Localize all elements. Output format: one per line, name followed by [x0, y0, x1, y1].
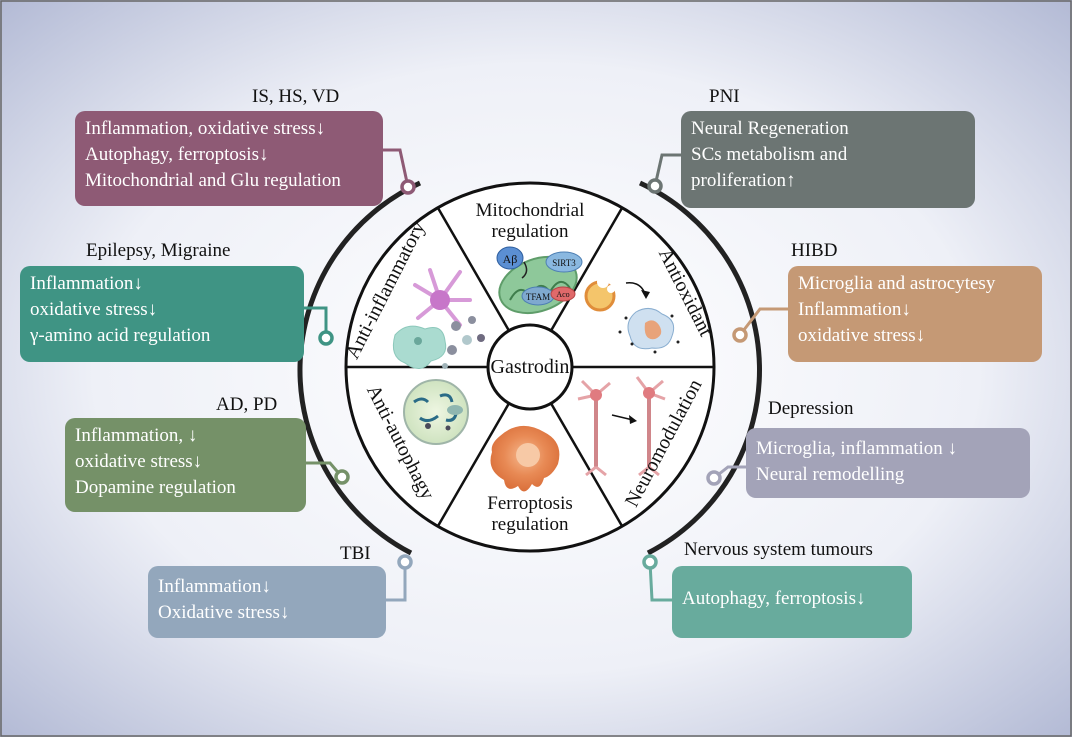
disease-title-tbi: TBI	[340, 543, 371, 564]
anti-autophagy-segment-label: Anti-autophagy	[362, 381, 439, 503]
box-line: Inflammation↓	[798, 299, 911, 320]
disease-title-hibd: HIBD	[791, 240, 838, 261]
box-line: Inflammation, ↓	[75, 425, 198, 446]
box-line: Inflammation↓	[30, 273, 143, 294]
box-line: Inflammation↓	[158, 576, 271, 597]
box-line: Oxidative stress↓	[158, 602, 290, 623]
box-epilepsy-migraine: Inflammation↓ oxidative stress↓ γ-amino …	[20, 266, 304, 362]
box-pni: Neural Regeneration SCs metabolism and p…	[681, 111, 975, 208]
box-line: Microglia, inflammation ↓	[756, 438, 958, 459]
box-line: Neural Regeneration	[691, 118, 849, 139]
box-line: Inflammation, oxidative stress↓	[85, 118, 326, 139]
anti-inflammatory-segment-label: Anti-inflammatory	[342, 218, 430, 363]
box-line: proliferation↑	[691, 170, 796, 191]
neuromodulation-illustration	[577, 376, 666, 477]
sirt3-label: SIRT3	[552, 258, 576, 268]
right-arc	[638, 180, 762, 556]
center-hub	[486, 323, 574, 411]
antioxidant-segment-label: Antioxidant	[654, 245, 717, 341]
box-tbi: Inflammation↓ Oxidative stress↓	[148, 566, 386, 638]
aco-label: Aco	[556, 290, 569, 299]
anti-inflammatory-illustration	[392, 268, 485, 369]
center-label: Gastrodin	[491, 356, 570, 378]
box-line: Mitochondrial and Glu regulation	[85, 170, 341, 191]
autophagy-dish-illustration	[403, 379, 469, 445]
disease-title-nervous-system-tumours: Nervous system tumours	[684, 539, 873, 560]
mito-segment-label-1: Mitochondrial	[476, 200, 585, 221]
mitochondria-illustration: Aβ SIRT3 TFAM Aco	[496, 246, 583, 315]
box-line: oxidative stress↓	[30, 299, 158, 320]
antioxidant-illustration	[584, 276, 680, 354]
disease-title-depression: Depression	[768, 398, 854, 419]
box-is-hs-vd: Inflammation, oxidative stress↓ Autophag…	[75, 111, 383, 206]
disease-title-epilepsy-migraine: Epilepsy, Migraine	[86, 240, 231, 261]
connector-nodes	[318, 178, 748, 570]
box-line: Dopamine regulation	[75, 477, 236, 498]
tfam-label: TFAM	[526, 292, 550, 302]
ferroptosis-segment-label-1: Ferroptosis	[487, 493, 573, 514]
box-line: oxidative stress↓	[798, 325, 926, 346]
ferroptosis-segment-label-2: regulation	[491, 514, 569, 535]
box-line: Autophagy, ferroptosis↓	[85, 144, 269, 165]
box-line: Autophagy, ferroptosis↓	[682, 588, 866, 609]
disease-title-pni: PNI	[709, 86, 740, 107]
box-line: γ-amino acid regulation	[30, 325, 211, 346]
box-nervous-system-tumours: Autophagy, ferroptosis↓	[672, 566, 912, 638]
left-arc	[297, 180, 422, 556]
box-line: Neural remodelling	[756, 464, 905, 485]
box-line: oxidative stress↓	[75, 451, 203, 472]
abeta-label: Aβ	[503, 252, 518, 266]
box-hibd: Microglia and astrocytesy Inflammation↓ …	[788, 266, 1042, 362]
box-line: SCs metabolism and	[691, 144, 848, 165]
box-line: Microglia and astrocytesy	[798, 273, 996, 294]
neuromodulation-segment-label: Neuromodulation	[621, 376, 707, 511]
disease-title-is-hs-vd: IS, HS, VD	[252, 86, 340, 107]
ferroptosis-illustration	[490, 425, 560, 492]
box-ad-pd: Inflammation, ↓ oxidative stress↓ Dopami…	[65, 418, 306, 512]
box-depression: Microglia, inflammation ↓ Neural remodel…	[746, 428, 1030, 498]
mito-segment-label-2: regulation	[491, 221, 569, 242]
disease-title-ad-pd: AD, PD	[216, 394, 278, 415]
